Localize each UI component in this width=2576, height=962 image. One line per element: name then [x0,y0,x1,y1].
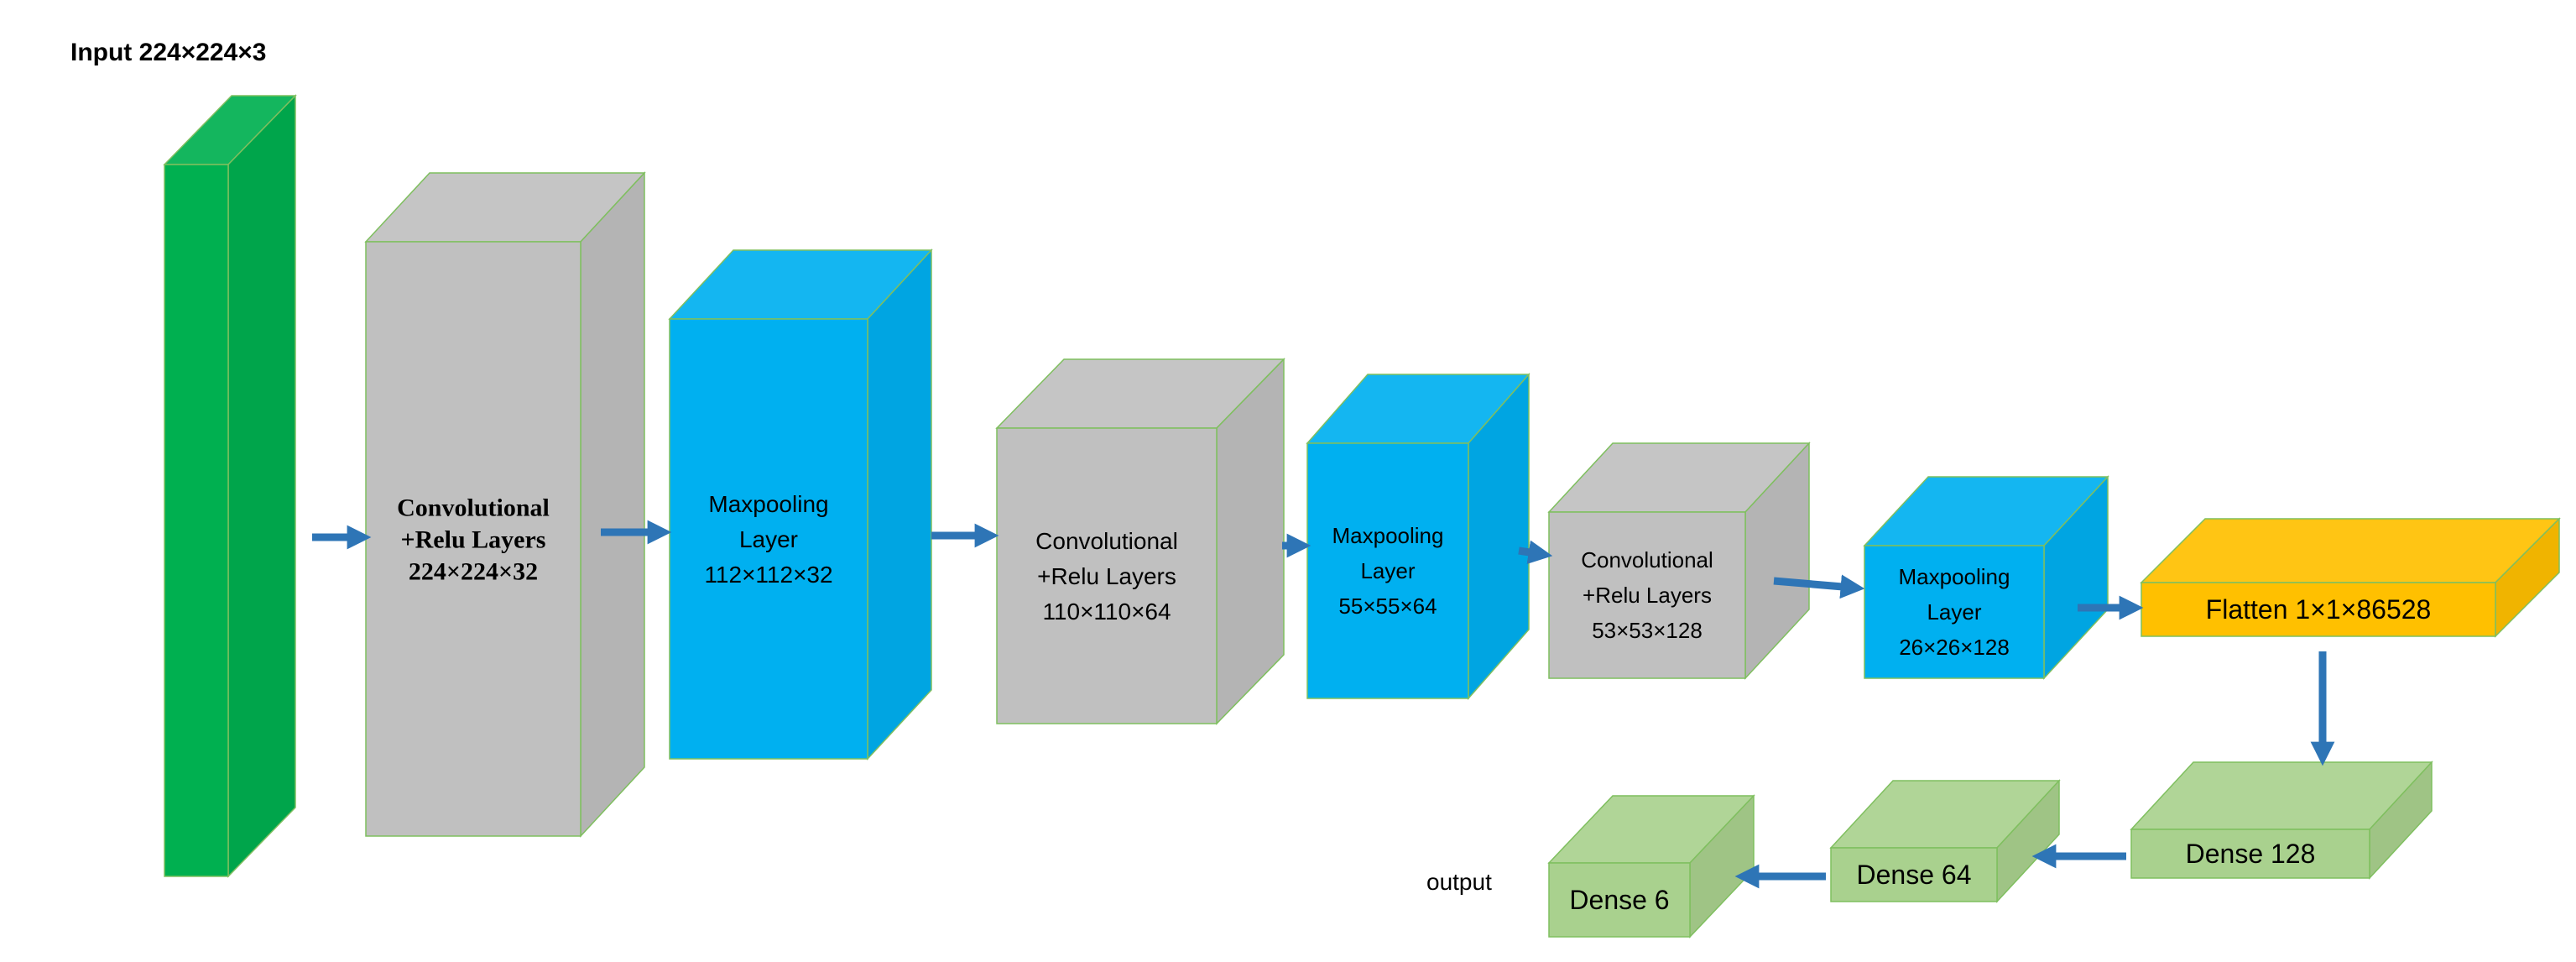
pool1-label-line-3: 112×112×32 [704,562,832,588]
conv2-label-line-1: Convolutional [1035,528,1178,554]
pool1-side-face [867,248,932,761]
pool3-label-line-1: Maxpooling [1899,564,2010,589]
input-side-face [227,94,296,878]
flatten-label-line-1: Flatten 1×1×86528 [2206,594,2432,625]
conv3-label-line-1: Convolutional [1581,547,1713,572]
pool3-label-line-2: Layer [1927,599,1981,625]
dense64-label-line-1: Dense 64 [1857,860,1972,890]
dense6-label-line-1: Dense 6 [1569,885,1669,915]
pool1-label-line-1: Maxpooling [708,491,828,517]
pool1-label-line-2: Layer [739,526,798,552]
conv1-front-face [365,241,581,837]
conv1-label-line-1: Convolutional [397,494,550,522]
pool3-front-face [1864,545,2045,679]
conv3-label-line-3: 53×53×128 [1592,618,1703,643]
conv2-front-face [996,427,1218,724]
block-input [163,94,297,878]
dense128-label-line-1: Dense 128 [2186,839,2316,869]
block-conv3: Convolutional +Relu Layers 53×53×128 [1547,442,1811,680]
dense128-front-face [2130,829,2370,879]
output-label: output [1426,869,1492,895]
arrow-pool2-to-conv3 [1518,540,1553,565]
conv3-label-line-2: +Relu Layers [1583,583,1712,608]
input-title: Input 224×224×3 [70,39,266,66]
conv1-label-line-3: 224×224×32 [409,558,538,586]
arrow-conv3-to-pool3 [1773,574,1865,599]
pool1-front-face [669,318,868,760]
input-front-face [164,164,229,877]
conv1-side-face [580,171,645,838]
pool3-label-line-3: 26×26×128 [1899,635,2010,660]
pool2-label-line-3: 55×55×64 [1338,593,1437,619]
dense64-front-face [1830,847,1998,902]
block-dense6: Dense 6 [1547,794,1755,938]
conv1-label-line-2: +Relu Layers [401,526,546,554]
conv2-label-line-3: 110×110×64 [1042,599,1171,625]
dense6-front-face [1548,862,1691,938]
pool2-label-line-1: Maxpooling [1332,523,1444,548]
pool2-front-face [1306,442,1469,699]
conv3-front-face [1548,511,1746,679]
pool2-label-line-2: Layer [1360,558,1415,583]
block-conv1: Convolutional +Relu Layers 224×224×32 [364,171,646,838]
block-conv2: Convolutional +Relu Layers 110×110×64 [995,358,1285,725]
block-dense64: Dense 64 [1829,779,2061,903]
block-dense128: Dense 128 [2130,761,2433,880]
conv2-label-line-2: +Relu Layers [1037,563,1176,589]
flatten-top-face [2140,518,2561,583]
block-flatten: Flatten 1×1×86528 [2140,517,2561,638]
